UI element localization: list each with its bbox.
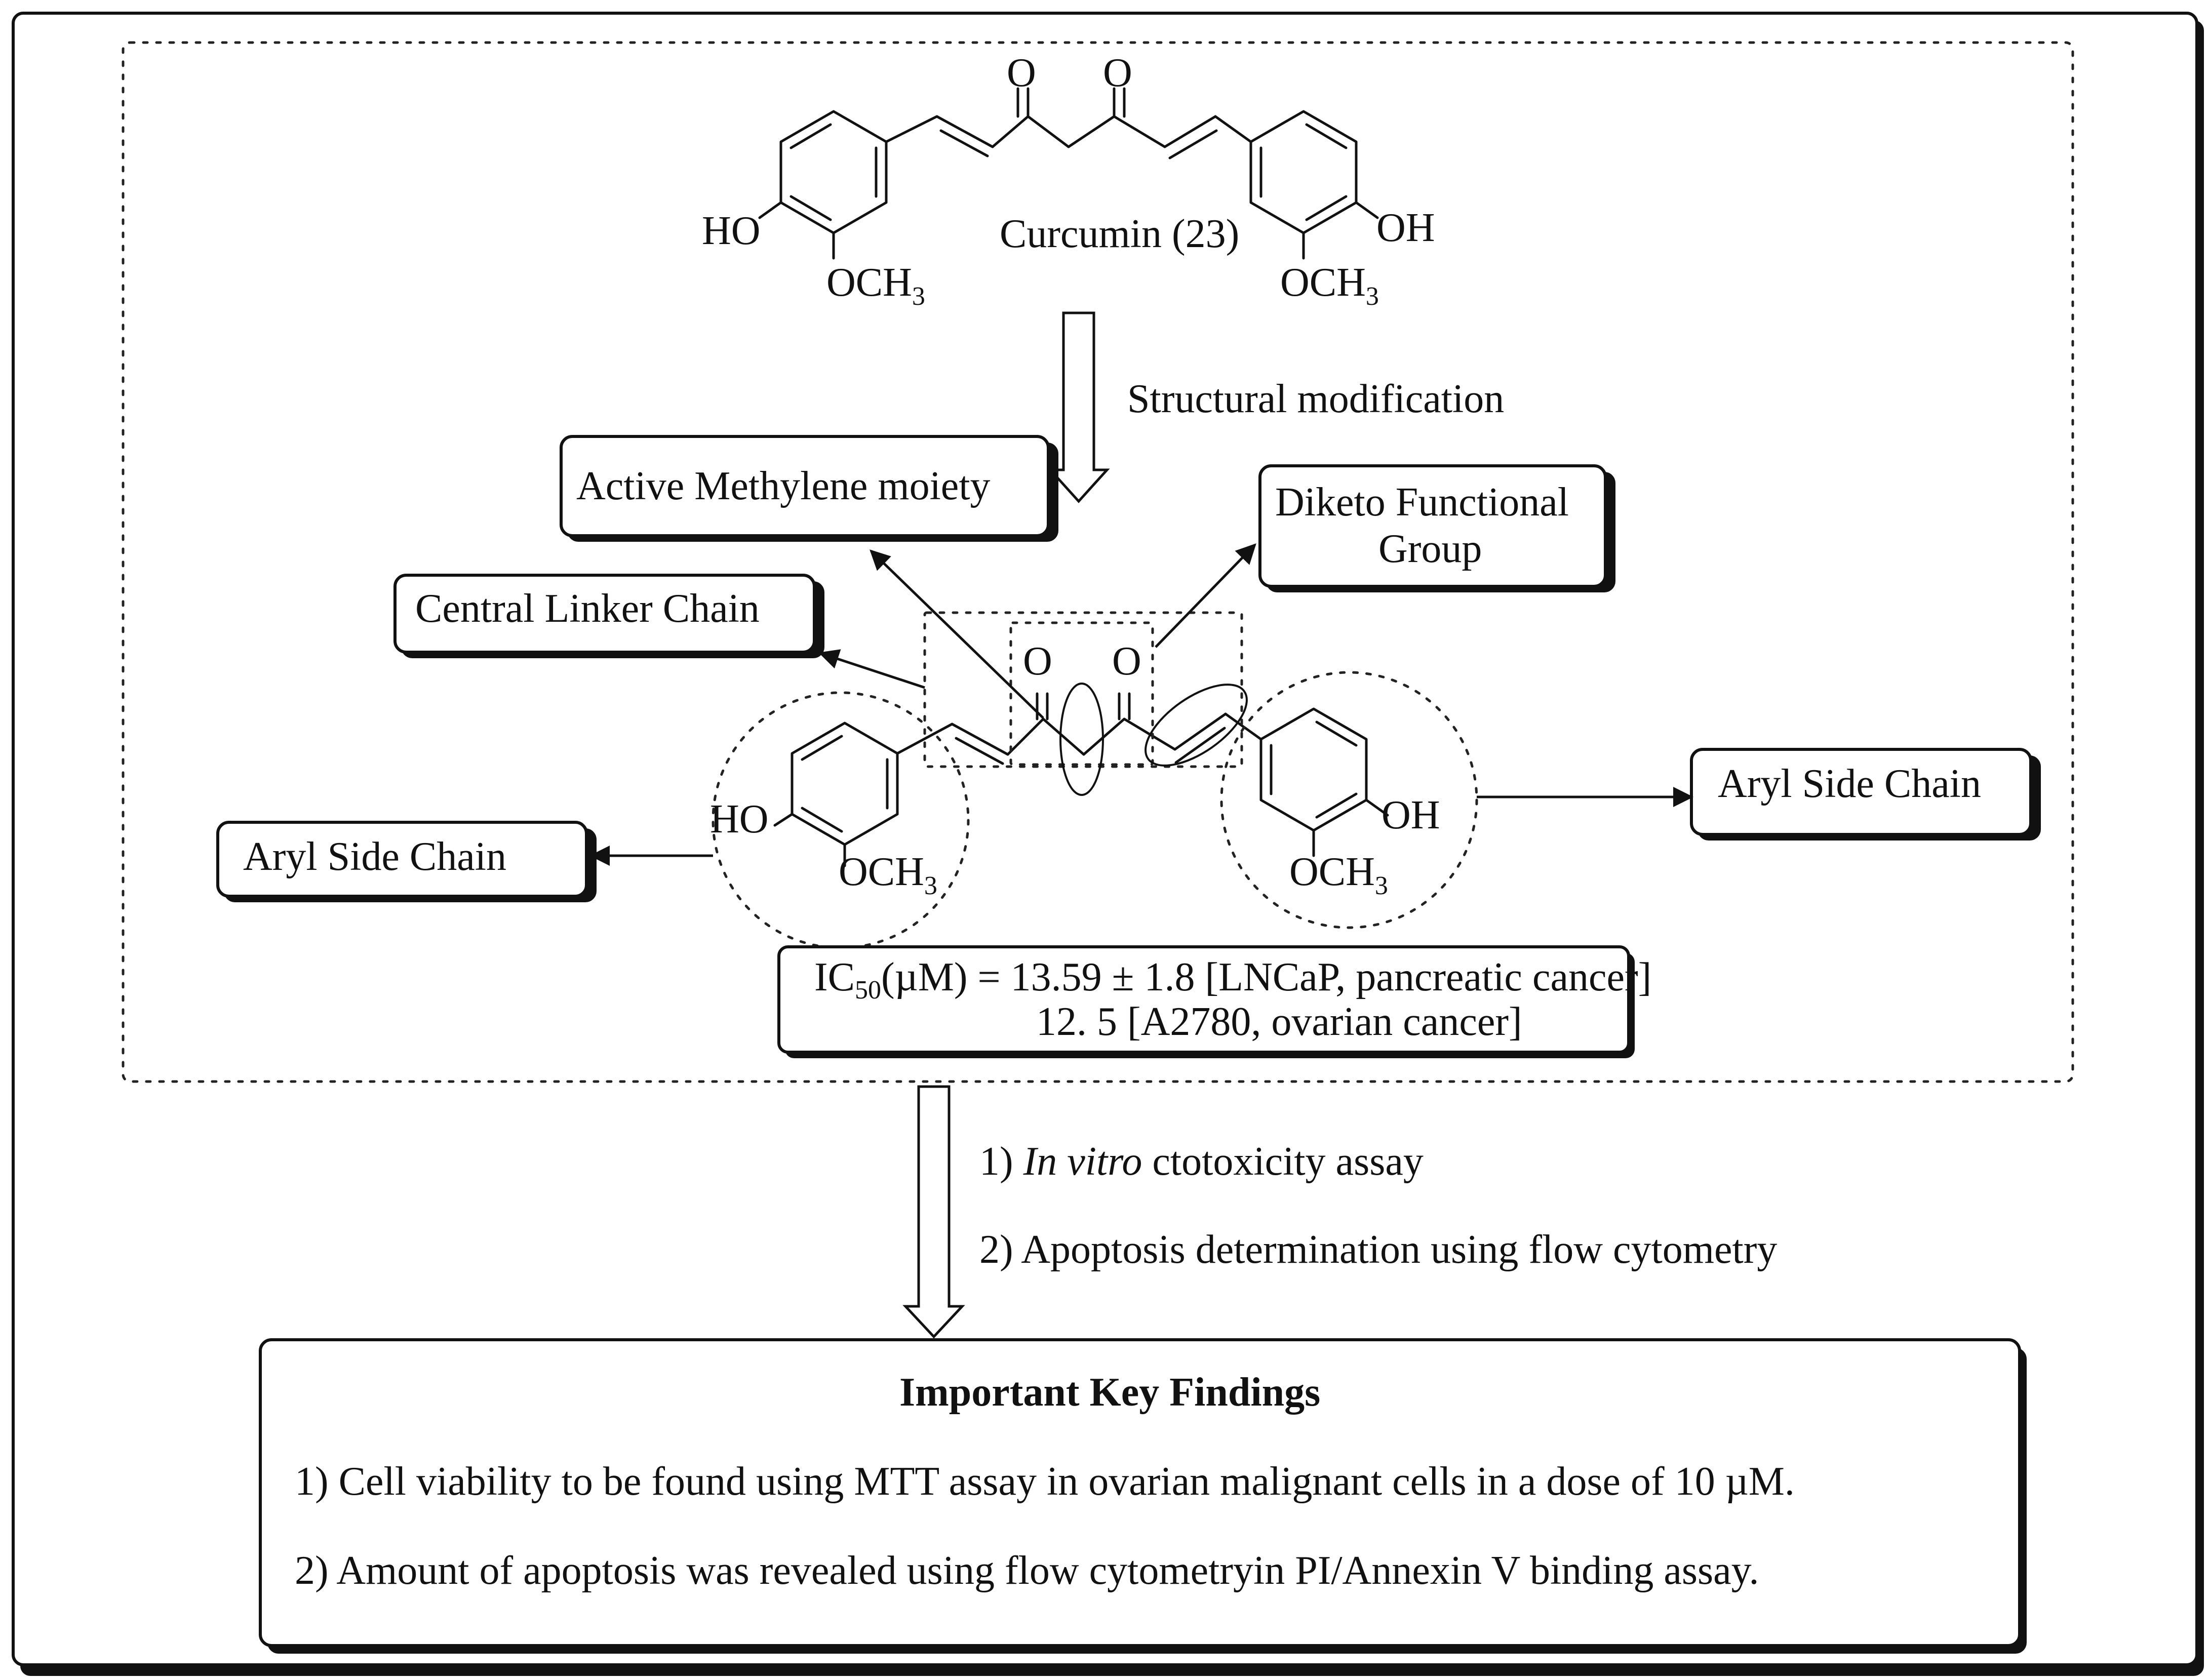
curcumin-analog-structure xyxy=(773,692,1389,867)
top-carbonyl-o-left: O xyxy=(1007,51,1036,95)
diketo-label-line2: Group xyxy=(1378,527,1482,571)
active-methylene-pointer xyxy=(870,549,1044,719)
diketo-box: Diketo Functional Group xyxy=(1258,464,1615,592)
molecule-name: Curcumin (23) xyxy=(1000,212,1239,256)
diketo-linker-highlight-box xyxy=(923,611,1243,768)
bottom-hydroxyl-right: OH xyxy=(1382,793,1440,837)
top-methoxy-right: OCH3 xyxy=(1280,260,1379,311)
ic50-box: IC50(µM) = 13.59 ± 1.8 [LNCaP, pancreati… xyxy=(777,945,1651,1058)
diketo-label-line1: Diketo Functional xyxy=(1275,480,1569,525)
central-linker-label: Central Linker Chain xyxy=(415,586,760,631)
assay-flow-arrow xyxy=(902,1085,965,1339)
diketo-inner-highlight-box xyxy=(1009,621,1154,766)
finding-1: 1) Cell viability to be found using MTT … xyxy=(295,1459,1795,1504)
aryl-left-box: Aryl Side Chain xyxy=(216,821,597,902)
curcumin-top-structure xyxy=(758,87,1379,260)
assay-step-1: 1) In vitro ctotoxicity assay xyxy=(979,1139,1424,1184)
findings-title: Important Key Findings xyxy=(899,1370,1320,1415)
top-hydroxyl-left: HO xyxy=(702,209,761,253)
bottom-hydroxyl-left: HO xyxy=(710,797,769,842)
findings-box: Important Key Findings 1) Cell viability… xyxy=(259,1338,2027,1654)
dotted-region xyxy=(122,41,2074,1083)
central-linker-pointer xyxy=(818,649,925,689)
bottom-methoxy-right: OCH3 xyxy=(1289,850,1388,900)
structural-modification-label: Structural modification xyxy=(1127,377,1504,421)
ic50-line1: IC50(µM) = 13.59 ± 1.8 [LNCaP, pancreati… xyxy=(814,955,1651,1005)
top-carbonyl-o-right: O xyxy=(1103,51,1132,95)
active-methylene-label: Active Methylene moiety xyxy=(576,464,991,508)
aryl-right-label: Aryl Side Chain xyxy=(1718,762,1981,806)
assay-step-2: 2) Apoptosis determination using flow cy… xyxy=(979,1227,1777,1272)
top-methoxy-left: OCH3 xyxy=(826,260,925,311)
top-hydroxyl-right: OH xyxy=(1376,206,1435,250)
aryl-right-highlight-circle xyxy=(1220,671,1478,929)
structural-modification-arrow xyxy=(1047,311,1110,503)
bottom-carbonyl-o-right: O xyxy=(1112,639,1141,684)
central-linker-box: Central Linker Chain xyxy=(393,574,824,658)
aryl-right-box: Aryl Side Chain xyxy=(1690,748,2041,841)
finding-2: 2) Amount of apoptosis was revealed usin… xyxy=(295,1548,1759,1593)
bottom-methoxy-left: OCH3 xyxy=(839,850,937,900)
aryl-left-label: Aryl Side Chain xyxy=(243,834,506,879)
active-methylene-oval xyxy=(1059,683,1104,796)
outer-frame xyxy=(12,12,2198,1666)
bottom-carbonyl-o-left: O xyxy=(1023,639,1052,684)
ic50-line2: 12. 5 [A2780, ovarian cancer] xyxy=(1036,999,1522,1044)
double-bond-oval xyxy=(1145,684,1248,767)
diketo-pointer xyxy=(1155,543,1256,648)
active-methylene-box: Active Methylene moiety xyxy=(560,435,1058,542)
